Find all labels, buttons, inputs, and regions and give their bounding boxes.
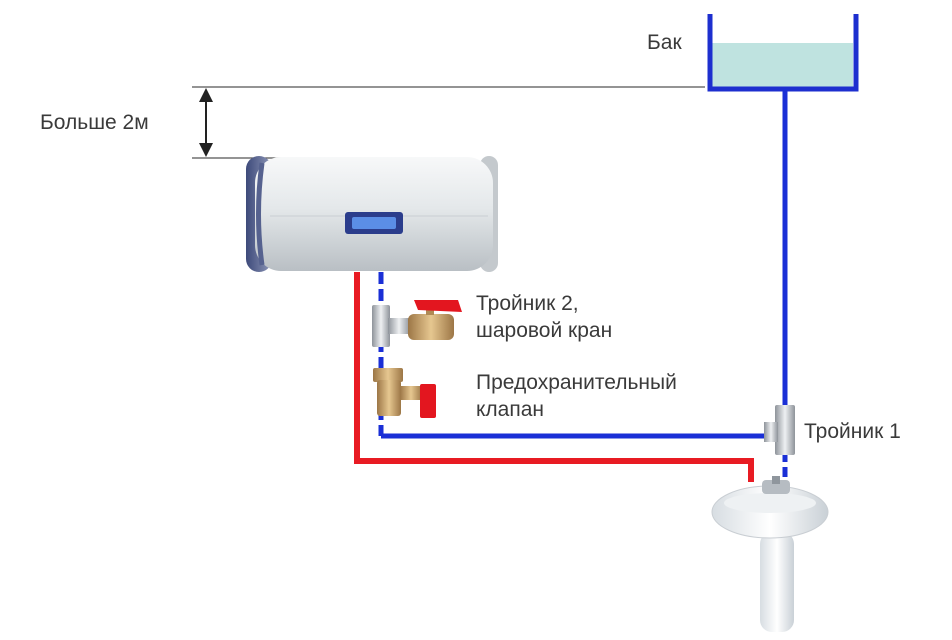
water-heater: [246, 156, 498, 272]
tank-water: [712, 43, 853, 88]
hot-water-pipe: [354, 272, 754, 482]
safety-valve-label-line2: клапан: [476, 398, 545, 421]
tee-1-label: Тройник 1: [804, 420, 901, 443]
safety-valve-lever: [420, 384, 436, 418]
height-dimension-arrow: [199, 88, 213, 157]
tee-2: [372, 305, 390, 347]
sink-faucet: [762, 480, 790, 494]
safety-valve-label-line1: Предохранительный: [476, 371, 677, 394]
tank: [707, 14, 859, 92]
sink-pedestal: [760, 532, 794, 632]
tank-label: Бак: [647, 31, 682, 54]
height-label: Больше 2м: [40, 111, 149, 134]
tee-2-ball-valve: [372, 300, 462, 347]
sink: [711, 476, 829, 632]
ball-valve-handle: [414, 300, 462, 312]
safety-valve: [373, 368, 436, 418]
tee-1: [764, 405, 795, 455]
tee-2-label-line1: Тройник 2,: [476, 292, 579, 315]
ball-valve-body: [408, 314, 454, 340]
tee-2-label-line2: шаровой кран: [476, 319, 613, 342]
